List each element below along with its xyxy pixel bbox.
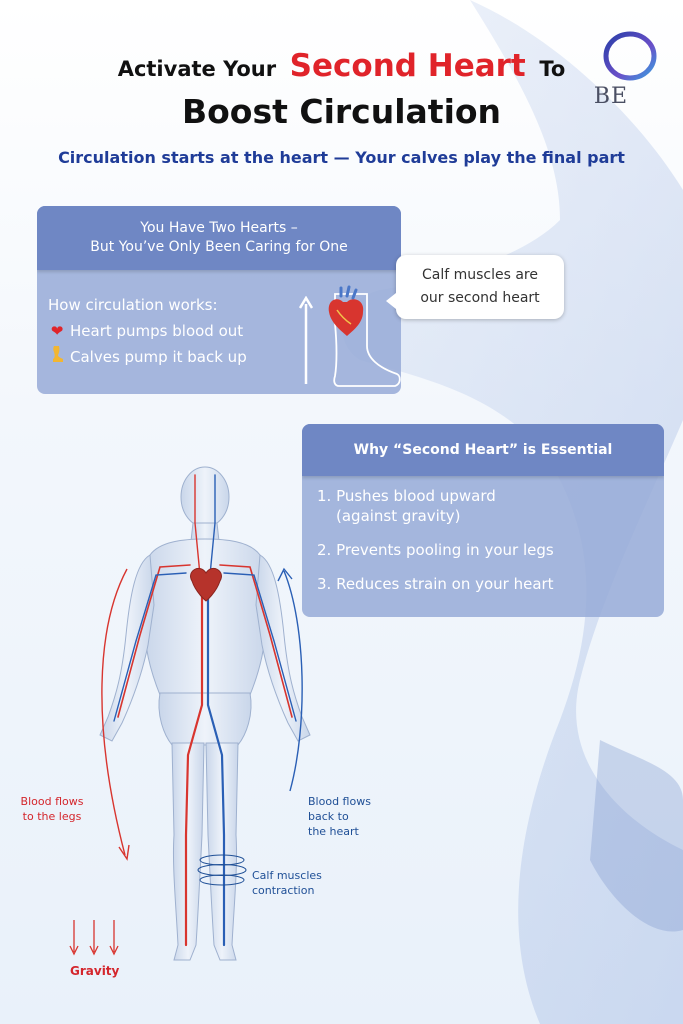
list-item: ❤ Heart pumps blood out [48,318,247,344]
list-item: 1. Pushes blood upward (against gravity) [317,486,554,526]
calf-icon [48,344,66,370]
why-essential-list: 1. Pushes blood upward (against gravity)… [317,486,554,608]
why-essential-heading: Why “Second Heart” is Essential [302,424,664,476]
list-item-text: Heart pumps blood out [70,322,244,340]
list-item-text: 2. Prevents pooling in your legs [317,541,554,559]
title-line-2: Boost Circulation [181,92,502,131]
list-item: Calves pump it back up [48,344,247,370]
list-item: 3. Reduces strain on your heart [317,574,554,594]
circulation-intro: How circulation works: [48,296,218,314]
title-part-2: To [539,57,566,81]
list-item-text: 3. Reduces strain on your heart [317,575,554,593]
callout-line-2: our second heart [420,290,540,306]
callout-line-1: Calf muscles are [421,267,538,283]
human-body-circulation-illustration [99,466,311,961]
list-item-text: Calves pump it back up [70,348,247,366]
two-hearts-heading-line-2: But You’ve Only Been Caring for One [90,239,348,255]
subtitle: Circulation starts at the heart — Your c… [58,148,625,167]
brand-logo-ring [603,31,657,81]
list-item-subtext: (against gravity) [336,507,461,525]
two-hearts-heading-line-1: You Have Two Hearts – [140,220,298,236]
list-item: 2. Prevents pooling in your legs [317,540,554,560]
two-hearts-card-body: How circulation works: ❤ Heart pumps bloo… [48,292,247,370]
arrow-up-icon [299,296,313,384]
why-essential-card: Why “Second Heart” is Essential 1. Pushe… [302,424,664,617]
title-part-1: Activate Your [117,57,277,81]
gravity-label: Gravity [70,964,120,978]
calf-contraction-label: Calf muscles contraction [252,869,322,897]
gravity-arrows-icon [69,920,119,956]
two-hearts-card-header: You Have Two Hearts – But You’ve Only Be… [37,206,401,270]
downward-flow-arrow-icon [101,568,130,861]
two-hearts-card: You Have Two Hearts – But You’ve Only Be… [37,206,401,394]
list-item-text: 1. Pushes blood upward [317,487,496,505]
title-line-1: Activate Your Second Heart To [0,48,683,84]
second-heart-callout: Calf muscles are our second heart [386,255,564,319]
blood-to-legs-label: Blood flows to the legs [20,795,84,823]
foot-with-heart-icon [328,285,401,387]
upward-flow-arrow-icon [277,567,303,792]
heart-icon: ❤ [50,322,64,340]
title-highlight: Second Heart [289,48,526,84]
brand-logo-text: BE [593,84,629,109]
blood-to-heart-label: Blood flows back to the heart [308,795,371,838]
